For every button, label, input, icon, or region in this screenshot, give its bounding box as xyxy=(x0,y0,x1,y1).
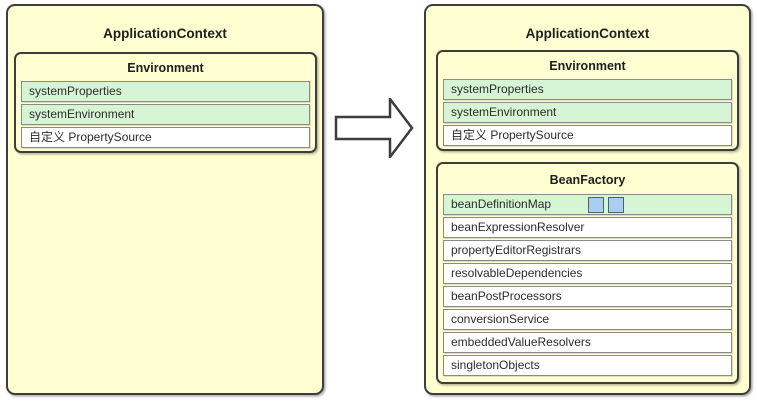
bean-factory-rows: beanDefinitionMap beanExpressionResolver… xyxy=(443,194,732,376)
environment-rows: systemProperties systemEnvironment 自定义 P… xyxy=(21,81,310,148)
list-item: singletonObjects xyxy=(443,355,732,376)
list-item: beanExpressionResolver xyxy=(443,217,732,238)
environment-box-right: Environment systemProperties systemEnvir… xyxy=(436,50,739,151)
application-context-panel-right: ApplicationContext Environment systemPro… xyxy=(424,4,751,395)
row-label: propertyEditorRegistrars xyxy=(451,243,582,257)
row-label: singletonObjects xyxy=(451,358,540,372)
list-item: 自定义 PropertySource xyxy=(443,125,732,146)
row-label: systemEnvironment xyxy=(29,107,135,121)
list-item: conversionService xyxy=(443,309,732,330)
environment-title: Environment xyxy=(549,59,626,73)
blue-square-icon xyxy=(608,196,624,213)
list-item: propertyEditorRegistrars xyxy=(443,240,732,261)
row-label: beanDefinitionMap xyxy=(451,197,552,211)
environment-rows: systemProperties systemEnvironment 自定义 P… xyxy=(443,79,732,146)
blue-square-icon xyxy=(588,196,604,213)
list-item: beanPostProcessors xyxy=(443,286,732,307)
list-item: resolvableDependencies xyxy=(443,263,732,284)
panel-title: ApplicationContext xyxy=(103,26,227,41)
row-label: beanPostProcessors xyxy=(451,289,562,303)
list-item: systemEnvironment xyxy=(21,104,310,125)
list-item: systemProperties xyxy=(443,79,732,100)
row-label: systemProperties xyxy=(451,82,544,96)
list-item: systemEnvironment xyxy=(443,102,732,123)
right-block-arrow-icon xyxy=(334,98,414,158)
panel-title: ApplicationContext xyxy=(525,26,650,41)
row-label: systemEnvironment xyxy=(451,105,557,119)
bean-factory-title: BeanFactory xyxy=(549,173,626,187)
row-label: resolvableDependencies xyxy=(451,266,583,280)
list-item: beanDefinitionMap xyxy=(443,194,732,215)
list-item: systemProperties xyxy=(21,81,310,102)
environment-box-left: Environment systemProperties systemEnvir… xyxy=(14,52,317,153)
row-label: systemProperties xyxy=(29,84,122,98)
application-context-panel-left: ApplicationContext Environment systemPro… xyxy=(6,4,324,395)
row-label: 自定义 PropertySource xyxy=(451,128,574,142)
row-label: conversionService xyxy=(451,312,550,326)
environment-title: Environment xyxy=(127,61,204,75)
row-label: 自定义 PropertySource xyxy=(29,130,152,144)
list-item: embeddedValueResolvers xyxy=(443,332,732,353)
row-label: beanExpressionResolver xyxy=(451,220,585,234)
list-item: 自定义 PropertySource xyxy=(21,127,310,148)
bean-factory-box: BeanFactory beanDefinitionMap beanExpres… xyxy=(436,162,739,384)
row-label: embeddedValueResolvers xyxy=(451,335,591,349)
